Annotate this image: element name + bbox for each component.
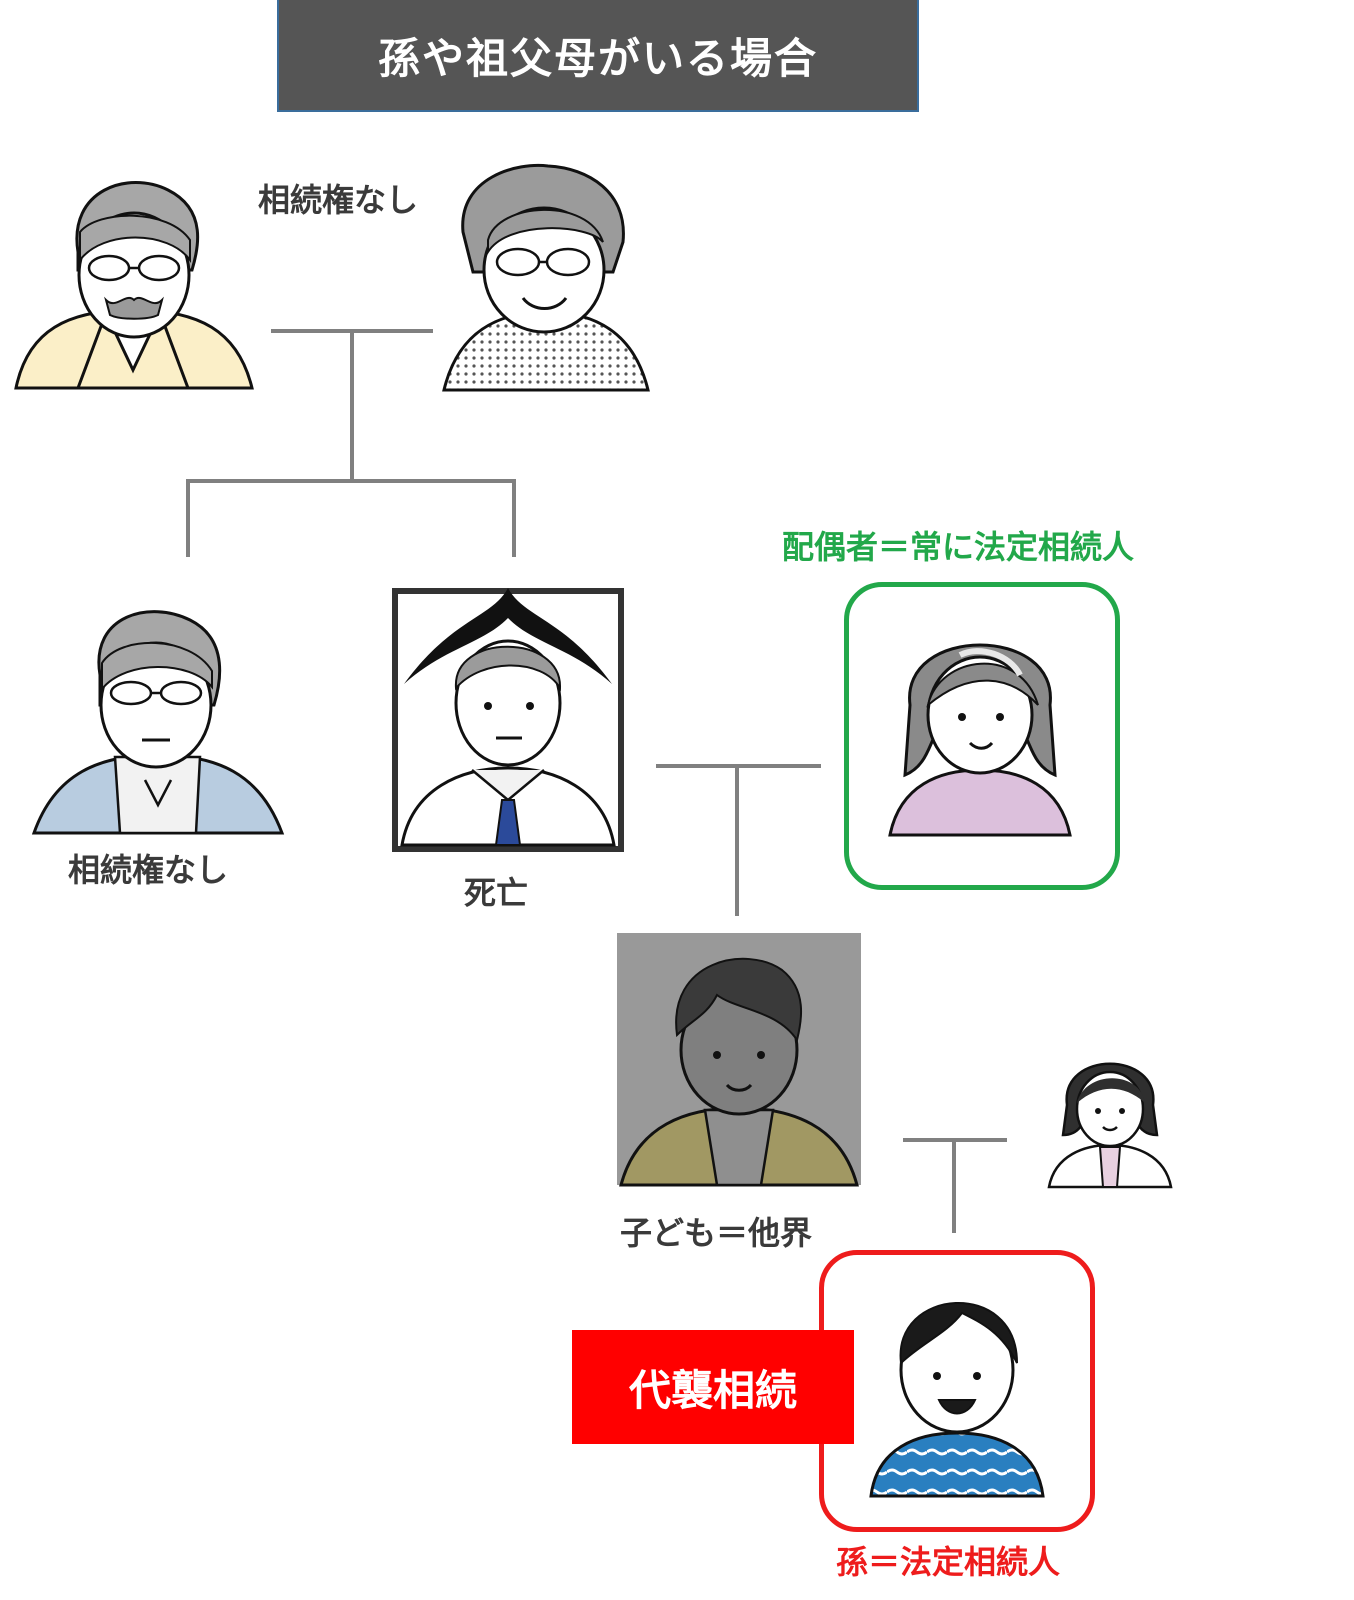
deceased-label: 死亡 bbox=[464, 874, 529, 912]
sibling-label: 相続権なし bbox=[68, 851, 229, 889]
deceased-man-icon bbox=[392, 588, 624, 852]
grandmother-icon bbox=[442, 163, 650, 392]
grandchild-label: 孫＝法定相続人 bbox=[836, 1543, 1061, 1581]
daughter-in-law-icon bbox=[1047, 1062, 1173, 1189]
connector-marriage-down bbox=[735, 766, 739, 916]
connector-sibling-drop bbox=[186, 479, 190, 557]
title-banner: 孫や祖父母がいる場合 bbox=[277, 0, 919, 112]
connector-deceased-drop bbox=[512, 479, 516, 557]
page-title: 孫や祖父母がいる場合 bbox=[377, 33, 818, 83]
spouse-frame bbox=[844, 582, 1120, 890]
substitution-label: 代襲相続 bbox=[628, 1365, 797, 1415]
wife-icon bbox=[888, 643, 1072, 837]
son-icon bbox=[619, 957, 859, 1187]
spouse-label: 配偶者＝常に法定相続人 bbox=[782, 528, 1135, 566]
child-label: 子ども＝他界 bbox=[620, 1214, 813, 1252]
connector-child-marriage-down bbox=[952, 1140, 956, 1233]
uncle-icon bbox=[31, 610, 285, 835]
connector-grandparents-down bbox=[350, 331, 354, 483]
grandfather-icon bbox=[14, 181, 254, 390]
substitution-tag: 代襲相続 bbox=[572, 1330, 854, 1444]
connector-siblings-bar bbox=[186, 479, 516, 483]
grandson-icon bbox=[869, 1301, 1045, 1498]
grandparents-label: 相続権なし bbox=[258, 181, 419, 219]
